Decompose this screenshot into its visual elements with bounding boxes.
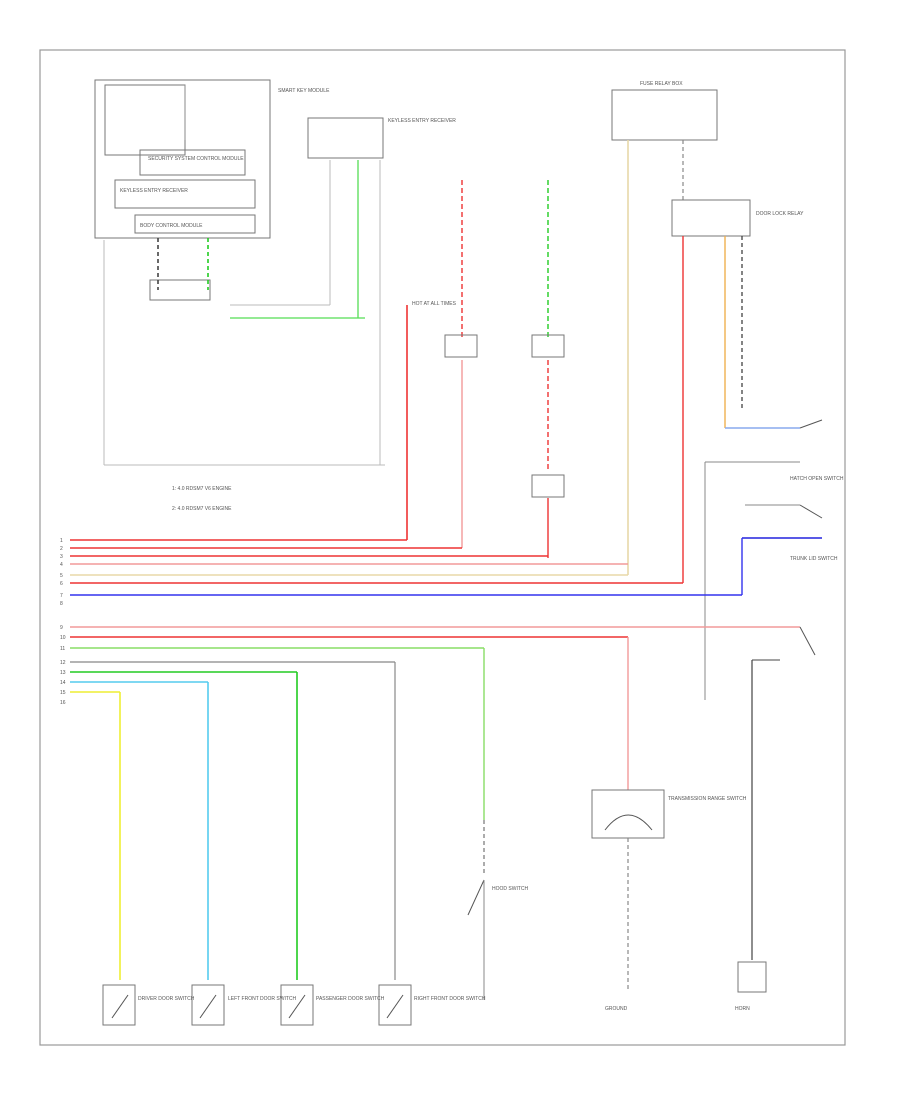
note-1: 1: 4.0 RDSM7 V6 ENGINE: [172, 486, 232, 492]
bus-num-15: 15: [60, 690, 66, 696]
bus-numbers-upper: 1 2 3 4 5 6 7 8: [60, 538, 63, 607]
bus-numbers-lower: 9 10 11 12 13 14 15 16: [60, 625, 66, 706]
pass-door-label: PASSENGER DOOR SWITCH: [316, 996, 385, 1002]
bus-num-8: 8: [60, 601, 63, 607]
bus-num-11: 11: [60, 646, 65, 652]
transmission-switch: TRANSMISSION RANGE SWITCH: [591, 789, 747, 990]
relay-module: [307, 117, 384, 159]
fuse-2: [531, 334, 565, 358]
rf-door-label: RIGHT FRONT DOOR SWITCH: [414, 996, 486, 1002]
security-box: [139, 149, 246, 176]
bus-num-16: 16: [60, 700, 66, 706]
fuse-3: [531, 474, 565, 498]
keyless-label-2: KEYLESS ENTRY RECEIVER: [388, 118, 456, 124]
keyless-module-label: KEYLESS ENTRY RECEIVER: [120, 188, 188, 194]
trunk-switch-label: TRUNK LID SWITCH: [790, 556, 838, 562]
bus-num-9: 9: [60, 625, 63, 631]
bus-num-2: 2: [60, 546, 63, 552]
note-2: 2: 4.0 RDSM7 V6 ENGINE: [172, 506, 232, 512]
hot-at-all-times-label: HOT AT ALL TIMES: [412, 301, 457, 307]
bus-num-5: 5: [60, 573, 63, 579]
lf-door-switch: LEFT FRONT DOOR SWITCH: [191, 984, 297, 1026]
transmission-box: [591, 789, 665, 839]
lf-door-switch-box: [191, 984, 225, 1026]
fuse-1: [444, 334, 478, 358]
diagram-frame: [39, 49, 846, 1046]
driver-door-label: DRIVER DOOR SWITCH: [138, 996, 195, 1002]
bus-num-13: 13: [60, 670, 66, 676]
fuse-relay-box-label: FUSE RELAY BOX: [640, 81, 683, 87]
bus-num-1: 1: [60, 538, 63, 544]
bus-num-7: 7: [60, 593, 63, 599]
lf-door-label: LEFT FRONT DOOR SWITCH: [228, 996, 297, 1002]
bus-lower: [70, 626, 800, 693]
bus-num-4: 4: [60, 562, 63, 568]
pass-door-switch: PASSENGER DOOR SWITCH: [280, 984, 385, 1026]
keyless-box: [114, 179, 256, 209]
rf-door-switch-box: [378, 984, 412, 1026]
body-control-box: [134, 214, 256, 234]
ground-label: GROUND: [605, 1006, 628, 1012]
control-module-outline: [94, 79, 271, 239]
bus-num-6: 6: [60, 581, 63, 587]
fuse-relay-box: [611, 89, 718, 141]
driver-door-switch: DRIVER DOOR SWITCH: [102, 984, 195, 1026]
rf-door-switch: RIGHT FRONT DOOR SWITCH: [378, 984, 486, 1026]
pass-door-switch-box: [280, 984, 314, 1026]
inner-module-box: [104, 84, 186, 156]
door-lock-relay: [671, 199, 751, 237]
bus-num-10: 10: [60, 635, 66, 641]
transmission-label: TRANSMISSION RANGE SWITCH: [668, 796, 747, 802]
door-lock-relay-label: DOOR LOCK RELAY: [756, 211, 804, 217]
hood-switch-label: HOOD SWITCH: [492, 886, 528, 892]
body-control-label: BODY CONTROL MODULE: [140, 223, 203, 229]
security-module-label: SECURITY SYSTEM CONTROL MODULE: [148, 156, 244, 162]
hood-switch: HOOD SWITCH: [467, 879, 528, 1000]
horn-box: [737, 961, 767, 993]
bus-upper: [70, 538, 743, 596]
smart-module-label: SMART KEY MODULE: [278, 88, 330, 94]
control-module: SECURITY SYSTEM CONTROL MODULE KEYLESS E…: [94, 79, 330, 301]
bus-num-12: 12: [60, 660, 66, 666]
hatch-switch-label: HATCH OPEN SWITCH: [790, 476, 844, 482]
bus-num-14: 14: [60, 680, 66, 686]
driver-door-switch-box: [102, 984, 136, 1026]
bus-num-3: 3: [60, 554, 63, 560]
connector-box: [149, 279, 211, 301]
horn-label: HORN: [735, 1006, 750, 1012]
